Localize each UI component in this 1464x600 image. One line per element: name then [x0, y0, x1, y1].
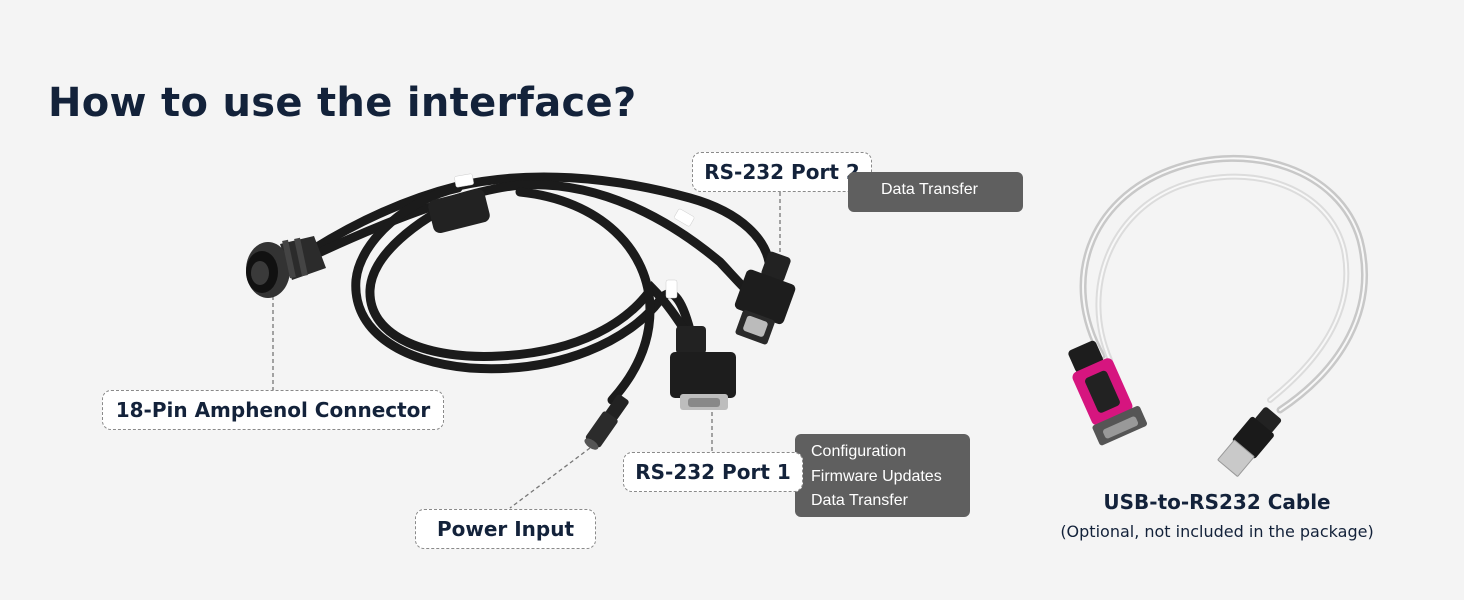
power-leader	[509, 447, 591, 509]
callout-rs232-port-2: RS-232 Port 2	[692, 152, 872, 192]
main-cable	[307, 172, 775, 405]
usb-cable	[1079, 154, 1368, 414]
callout-port2-text: RS-232 Port 2	[704, 160, 860, 184]
callout-power-input: Power Input	[415, 509, 596, 549]
callout-port1-text: RS-232 Port 1	[635, 460, 791, 484]
usb-cable-title: USB-to-RS232 Cable	[1103, 490, 1331, 514]
cable-splitter	[428, 188, 490, 234]
usb-db9-connector	[1068, 340, 1148, 446]
port2-function-tag: Data Transfer	[848, 172, 1023, 212]
amphenol-connector	[246, 236, 326, 298]
port1-function-tag: Configuration Firmware Updates Data Tran…	[795, 434, 970, 517]
port1-tag-data-transfer: Data Transfer	[811, 492, 908, 509]
usb-cable-subtitle: (Optional, not included in the package)	[1060, 522, 1374, 541]
port1-tag-configuration: Configuration	[811, 443, 907, 460]
port1-tag-firmware-updates: Firmware Updates	[811, 467, 942, 485]
cable-bands	[454, 173, 695, 299]
port2-tag-data-transfer: Data Transfer	[881, 181, 978, 198]
callout-power-text: Power Input	[436, 517, 575, 541]
usb-a-plug	[1217, 407, 1282, 477]
db9-port2	[734, 251, 796, 345]
callout-amphenol-connector: 18-Pin Amphenol Connector	[102, 390, 444, 430]
callout-amphenol-text: 18-Pin Amphenol Connector	[115, 398, 431, 422]
callout-rs232-port-1: RS-232 Port 1	[623, 452, 803, 492]
power-jack	[584, 394, 629, 450]
db9-port1	[670, 326, 736, 410]
page-title: How to use the interface?	[48, 80, 637, 126]
